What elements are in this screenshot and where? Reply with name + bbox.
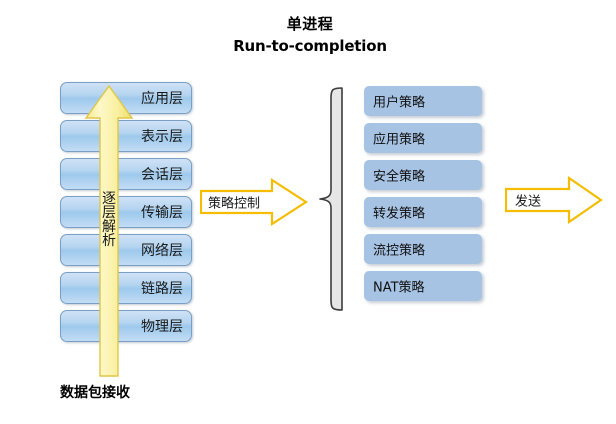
osi-layer-label: 链路层	[141, 281, 183, 297]
osi-layer-label: 会话层	[141, 167, 183, 183]
osi-layer-label: 应用层	[141, 91, 183, 107]
osi-layer-box[interactable]: 传输层	[60, 196, 192, 228]
arrow-label-char: 析	[102, 233, 116, 249]
arrow-label-char: 解	[102, 219, 116, 235]
send-arrow-label: 发送	[515, 194, 542, 210]
osi-layer-box[interactable]: 表示层	[60, 120, 192, 152]
policy-item-label: 用户策略	[373, 95, 426, 111]
upward-arrow-label: 逐 层 解 析	[84, 192, 134, 248]
osi-layer-box[interactable]: 会话层	[60, 158, 192, 190]
policy-control-arrow-label: 策略控制	[208, 196, 261, 212]
send-arrow[interactable]: 发送	[505, 176, 603, 224]
policy-item-label: 应用策略	[373, 132, 426, 148]
policy-item[interactable]: NAT策略	[364, 271, 482, 301]
policy-item-label: 转发策略	[373, 206, 426, 222]
policy-control-arrow[interactable]: 策略控制	[200, 178, 308, 226]
policy-item[interactable]: 转发策略	[364, 197, 482, 227]
curly-brace-icon	[318, 86, 344, 312]
title-line-english: Run-to-completion	[233, 36, 387, 55]
policy-item-label: NAT策略	[373, 280, 425, 296]
policy-list: 用户策略 应用策略 安全策略 转发策略 流控策略 NAT策略	[364, 86, 488, 308]
title-line-chinese: 单进程	[286, 15, 334, 33]
osi-layer-stack: 应用层 表示层 会话层 传输层 网络层 链路层 物理层	[60, 82, 194, 346]
packet-receive-caption: 数据包接收	[60, 385, 130, 401]
policy-item[interactable]: 安全策略	[364, 160, 482, 190]
osi-layer-label: 表示层	[141, 129, 183, 145]
osi-layer-label: 传输层	[141, 205, 183, 221]
arrow-label-char: 逐	[102, 191, 116, 207]
osi-layer-label: 物理层	[141, 319, 183, 335]
policy-item[interactable]: 流控策略	[364, 234, 482, 264]
diagram-title: 单进程 Run-to-completion	[150, 14, 470, 58]
arrow-label-char: 层	[102, 205, 116, 221]
policy-item-label: 流控策略	[373, 243, 426, 259]
osi-layer-box[interactable]: 网络层	[60, 234, 192, 266]
policy-item-label: 安全策略	[373, 169, 426, 185]
osi-layer-label: 网络层	[141, 243, 183, 259]
upward-arrow-icon: 逐 层 解 析	[84, 84, 134, 378]
policy-item[interactable]: 用户策略	[364, 86, 482, 116]
osi-layer-box[interactable]: 物理层	[60, 310, 192, 342]
policy-item[interactable]: 应用策略	[364, 123, 482, 153]
osi-layer-box[interactable]: 链路层	[60, 272, 192, 304]
